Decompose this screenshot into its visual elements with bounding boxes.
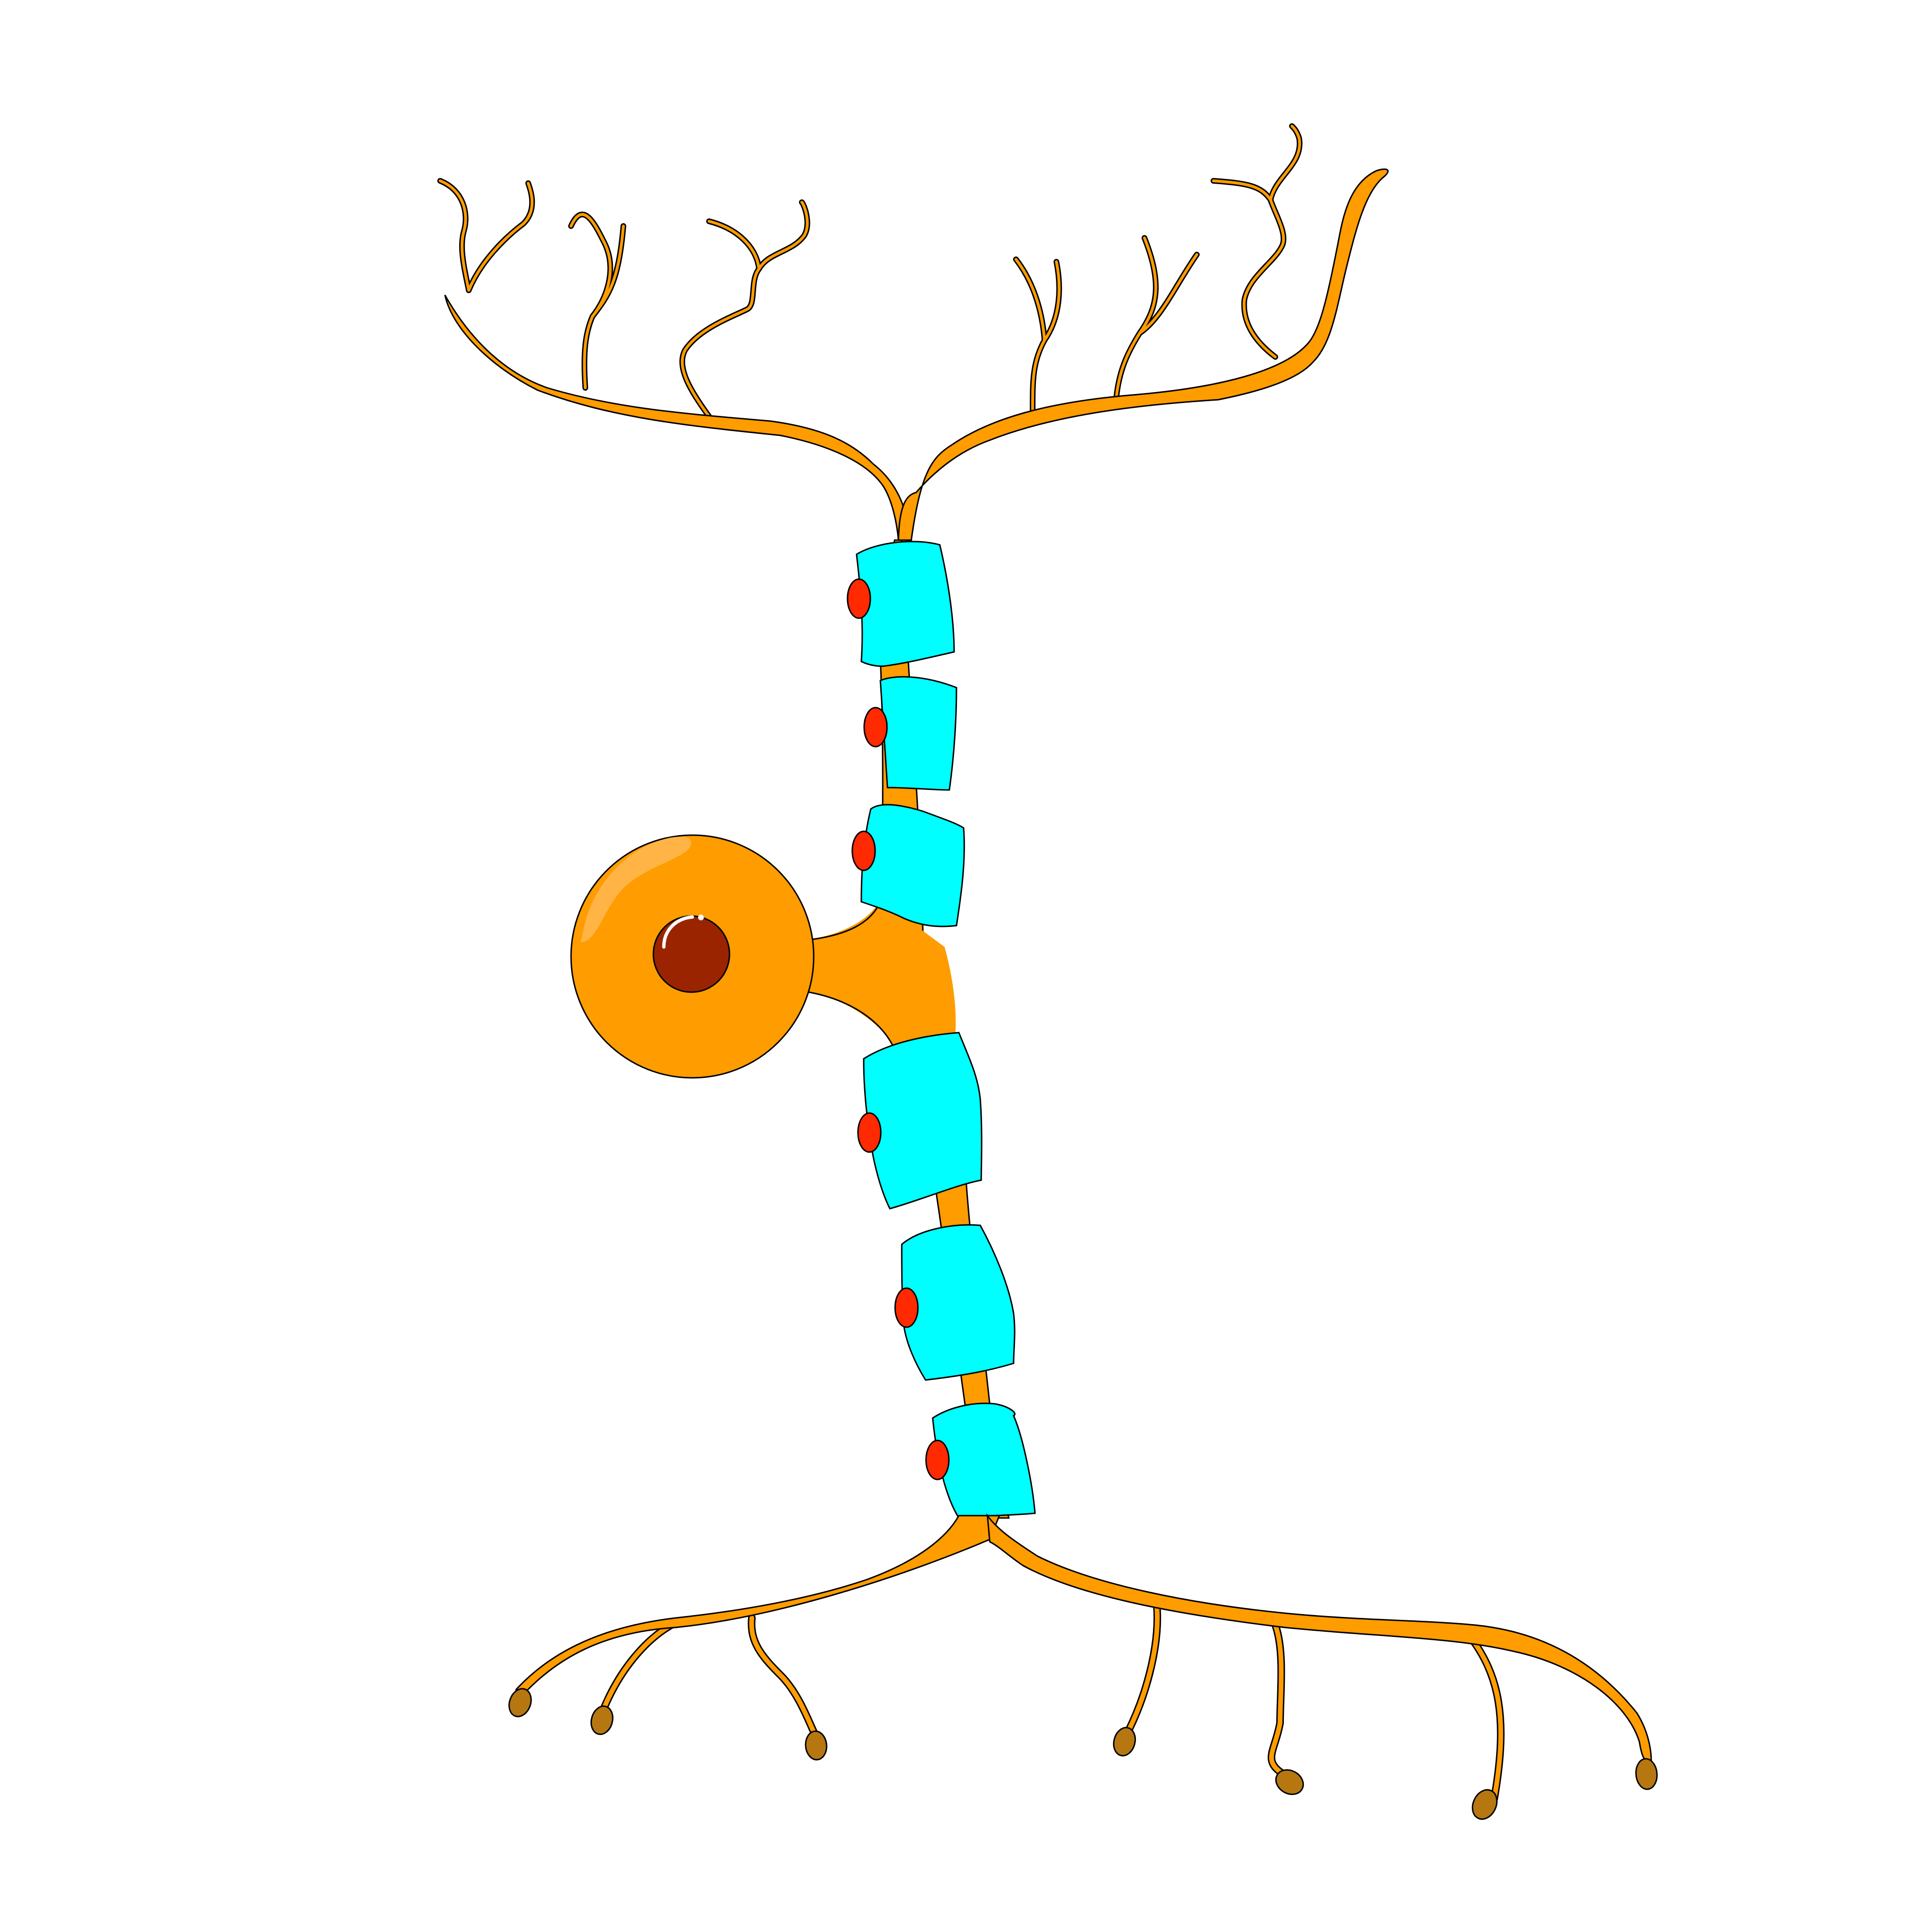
myelin-sheath-6: [932, 1402, 1036, 1519]
soma-highlight: [581, 837, 691, 942]
dendrite-twigs-outline: [437, 123, 1303, 419]
dendrite-twigs: [439, 125, 1301, 418]
axon-terminal-7: [1635, 1758, 1658, 1790]
myelin-sheaths: [856, 541, 1036, 1519]
axon-terminal-6: [1471, 1789, 1498, 1820]
node-of-ranvier-4: [857, 1112, 882, 1153]
myelin-sheath-2: [879, 676, 957, 791]
axon-terminal-arm-right: [986, 1513, 1652, 1762]
node-of-ranvier-6: [925, 1439, 950, 1480]
nucleus-highlight: [662, 915, 694, 949]
axon-terminal-arm-left: [515, 1515, 1001, 1695]
myelin-sheath-4: [863, 1032, 983, 1210]
node-of-ranvier-5: [894, 1287, 919, 1328]
axon-terminal-3: [805, 1730, 828, 1761]
node-of-ranvier-3: [851, 830, 876, 871]
node-of-ranvier-1: [847, 578, 871, 619]
axon-terminal-4: [1113, 1726, 1136, 1757]
axon-hillock: [809, 899, 956, 1056]
dendrite-left: [444, 295, 912, 541]
axon-terminal-2: [590, 1705, 614, 1735]
myelin-sheath-3: [860, 804, 965, 927]
myelin-sheath-1: [856, 541, 955, 667]
axon-terminal-tree: [508, 1513, 1658, 1820]
dendrite-tree: [437, 123, 1389, 541]
nucleus: [652, 915, 730, 993]
dendrite-right: [897, 168, 1389, 541]
nodes-of-ranvier: [847, 578, 950, 1480]
terminal-branches: [600, 1599, 1503, 1801]
node-of-ranvier-2: [863, 707, 888, 748]
axon-terminal-5: [1275, 1769, 1304, 1795]
myelin-sheath-5: [901, 1224, 1015, 1381]
axon-terminal-1: [508, 1688, 532, 1717]
cell-body: [570, 834, 956, 1079]
